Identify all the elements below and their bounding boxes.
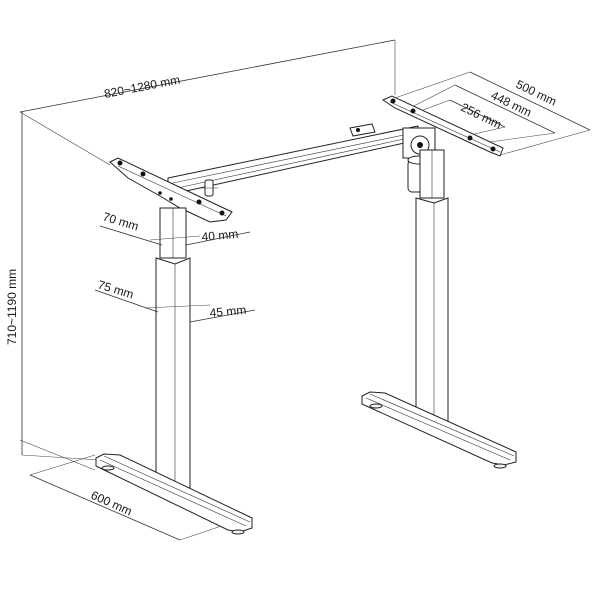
upper-column-depth-label: 40 mm [201,227,239,244]
height-range-label: 710~1190 mm [5,269,19,345]
right-upper-column [419,149,445,199]
adjustment-knob-icon [200,179,218,197]
right-top-bracket [381,95,504,157]
right-foot [361,391,517,469]
foot-length-label: 600 mm [89,488,134,518]
left-lower-column [155,257,191,499]
left-top-bracket [109,157,233,223]
foot-length-dimension: 600 mm [19,439,246,541]
height-dimension: 710~1190 mm [5,112,101,461]
crossbar [167,123,419,197]
right-lower-column [415,197,449,431]
upper-column-width-label: 70 mm [101,209,140,233]
lower-column-depth-label: 45 mm [209,303,247,320]
left-upper-column [159,207,187,259]
lower-column-width-label: 75 mm [96,277,135,301]
left-foot [95,453,253,535]
width-range-label: 820~1280 mm [103,72,181,100]
